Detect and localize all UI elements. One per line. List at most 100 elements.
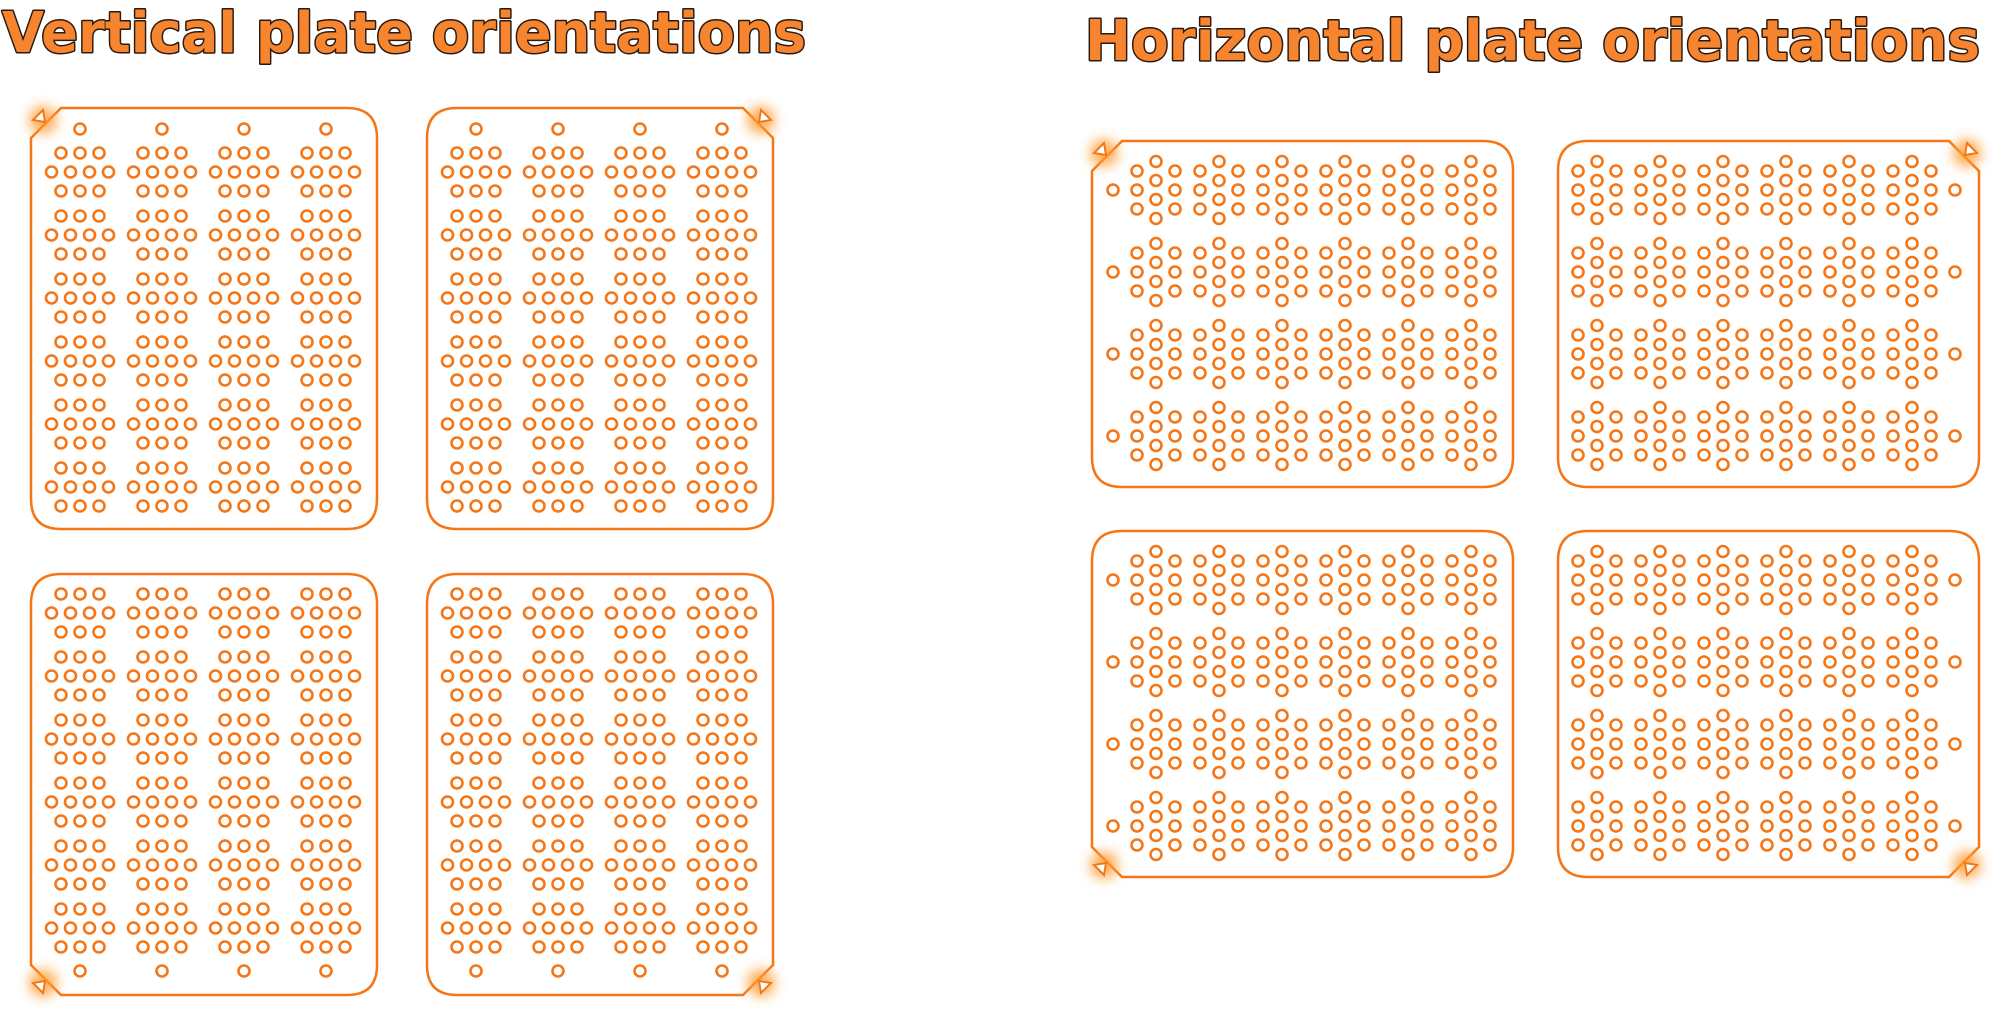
hole bbox=[1571, 183, 1585, 197]
hole bbox=[623, 795, 638, 809]
hole bbox=[1231, 655, 1245, 669]
hole bbox=[1149, 664, 1163, 679]
hole bbox=[1948, 819, 1962, 833]
hole bbox=[1672, 756, 1686, 770]
hole bbox=[1609, 819, 1623, 833]
hole bbox=[1382, 756, 1396, 770]
hole bbox=[183, 858, 198, 872]
hole bbox=[1716, 809, 1730, 824]
hole bbox=[1861, 800, 1875, 814]
hole bbox=[1338, 400, 1352, 415]
hole bbox=[1905, 154, 1919, 169]
hole bbox=[1798, 429, 1812, 443]
hole bbox=[1672, 636, 1686, 650]
hole bbox=[1653, 664, 1667, 679]
hole bbox=[44, 858, 59, 872]
hole bbox=[1653, 337, 1667, 352]
hole bbox=[1256, 737, 1270, 751]
hole bbox=[579, 165, 594, 179]
hole bbox=[1634, 284, 1648, 298]
hole bbox=[183, 228, 198, 242]
hole bbox=[541, 291, 556, 305]
hole bbox=[73, 964, 87, 978]
hole bbox=[1338, 727, 1352, 742]
hole bbox=[1445, 636, 1459, 650]
hole bbox=[319, 398, 333, 412]
hole bbox=[338, 625, 352, 639]
hole bbox=[1842, 746, 1856, 761]
hole bbox=[604, 795, 619, 809]
hole bbox=[1948, 183, 1962, 197]
hole bbox=[1193, 164, 1207, 178]
hole bbox=[1319, 554, 1333, 568]
hole bbox=[1653, 847, 1667, 862]
hole bbox=[1231, 573, 1245, 587]
hole bbox=[227, 228, 242, 242]
hole bbox=[208, 417, 223, 431]
hole bbox=[246, 921, 261, 935]
hole bbox=[174, 902, 188, 916]
hole bbox=[1464, 664, 1478, 679]
hole bbox=[1401, 544, 1415, 559]
hole bbox=[1357, 838, 1371, 852]
hole bbox=[92, 209, 106, 223]
hole bbox=[1653, 601, 1667, 616]
hole bbox=[469, 499, 483, 513]
hole bbox=[469, 310, 483, 324]
hole bbox=[633, 688, 647, 702]
hole bbox=[642, 480, 657, 494]
hole bbox=[300, 461, 314, 475]
hole bbox=[1697, 674, 1711, 688]
plate-outline bbox=[1090, 139, 1515, 489]
hole bbox=[1464, 192, 1478, 207]
hole bbox=[497, 669, 512, 683]
hole bbox=[743, 228, 758, 242]
hole bbox=[319, 499, 333, 513]
hole bbox=[1590, 765, 1604, 780]
hole bbox=[1275, 708, 1289, 723]
hole bbox=[551, 625, 565, 639]
hole bbox=[1231, 328, 1245, 342]
hole bbox=[705, 795, 720, 809]
hole bbox=[1735, 800, 1749, 814]
hole bbox=[1634, 737, 1648, 751]
hole bbox=[614, 650, 628, 664]
hole bbox=[1420, 183, 1434, 197]
hole bbox=[1653, 400, 1667, 415]
hole bbox=[290, 732, 305, 746]
hole bbox=[652, 184, 666, 198]
hole bbox=[551, 373, 565, 387]
hole bbox=[1319, 592, 1333, 606]
hole bbox=[1275, 192, 1289, 207]
hole bbox=[450, 587, 464, 601]
hole bbox=[551, 839, 565, 853]
hole bbox=[652, 940, 666, 954]
hole bbox=[1149, 626, 1163, 641]
hole bbox=[1672, 554, 1686, 568]
hole bbox=[1924, 636, 1938, 650]
hole bbox=[227, 606, 242, 620]
hole bbox=[1905, 318, 1919, 333]
hole bbox=[686, 417, 701, 431]
hole bbox=[1338, 790, 1352, 805]
hole bbox=[715, 625, 729, 639]
hole bbox=[164, 417, 179, 431]
hole bbox=[734, 625, 748, 639]
vertical-plate-3 bbox=[29, 572, 379, 997]
hole bbox=[73, 650, 87, 664]
hole bbox=[1779, 544, 1793, 559]
hole bbox=[570, 398, 584, 412]
hole bbox=[1319, 718, 1333, 732]
hole bbox=[1672, 410, 1686, 424]
hole bbox=[1130, 410, 1144, 424]
hole bbox=[1590, 236, 1604, 251]
hole bbox=[256, 436, 270, 450]
hole bbox=[705, 480, 720, 494]
hole bbox=[1886, 674, 1900, 688]
hole bbox=[1672, 655, 1686, 669]
horizontal-plate-1 bbox=[1090, 139, 1515, 489]
hole bbox=[1212, 563, 1226, 578]
hole bbox=[174, 184, 188, 198]
hole bbox=[686, 480, 701, 494]
hole bbox=[1212, 457, 1226, 472]
